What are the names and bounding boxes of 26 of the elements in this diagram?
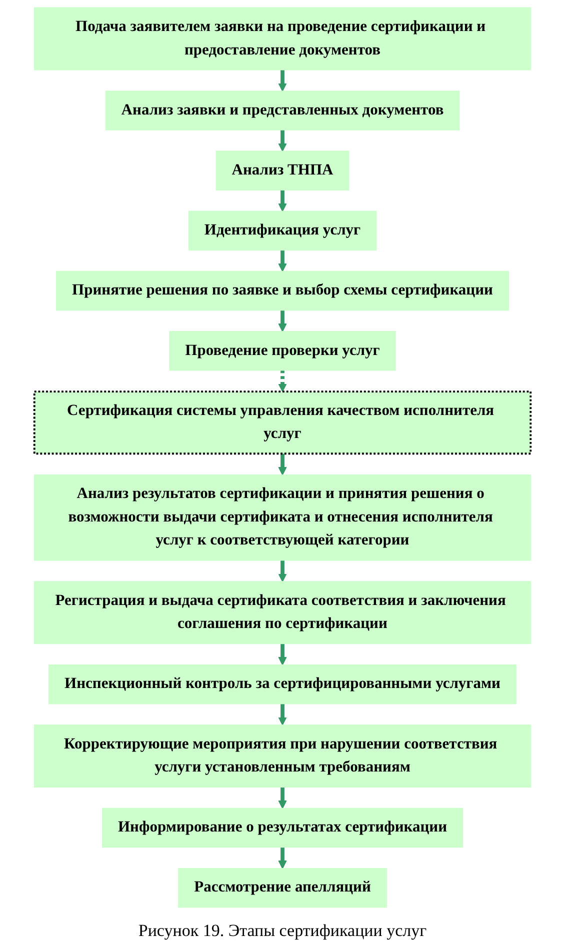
arrow: [278, 190, 287, 212]
arrow: [278, 370, 287, 392]
arrow: [278, 250, 287, 272]
node-box: Информирование о результатах сертификации: [102, 808, 464, 848]
node-box: Корректирующие мероприятия при нарушении соответствия услуги установленным требованиям: [34, 724, 532, 788]
node-box: Регистрация и выдача сертификата соответствия и заключения соглашения по сертификации: [34, 581, 532, 644]
node-box: Сертификация системы управления качеством исполнителя услуг: [33, 390, 532, 455]
node-box: Рассмотрение апелляций: [178, 868, 387, 908]
arrow: [278, 846, 287, 869]
node-box: Принятие решения по заявке и выбор схемы сертификации: [56, 270, 509, 311]
arrow: [278, 643, 287, 666]
node-box: Проведение проверки услуг: [169, 331, 396, 371]
arrow: [278, 704, 287, 726]
arrow: [278, 70, 287, 92]
arrow: [278, 310, 287, 332]
arrow: [278, 453, 287, 476]
arrow: [278, 560, 287, 582]
figure-caption: Рисунок 19. Этапы сертификации услуг: [138, 921, 427, 941]
arrow: [278, 130, 287, 152]
node-box: Идентификация услуг: [188, 210, 377, 251]
node-box: Анализ заявки и представленных документов: [105, 90, 460, 130]
node-box: Подача заявителем заявки на проведение сертификации и предоставление документов: [34, 7, 532, 70]
node-box: Анализ результатов сертификации и принятия решения о возможности выдачи сертификата и отнесения исполнителя услуг к соответствующей категории: [34, 474, 532, 561]
arrow: [278, 786, 287, 809]
node-box: Анализ ТНПА: [216, 150, 350, 190]
node-box: Инспекционный контроль за сертифицированными услугами: [48, 664, 516, 704]
